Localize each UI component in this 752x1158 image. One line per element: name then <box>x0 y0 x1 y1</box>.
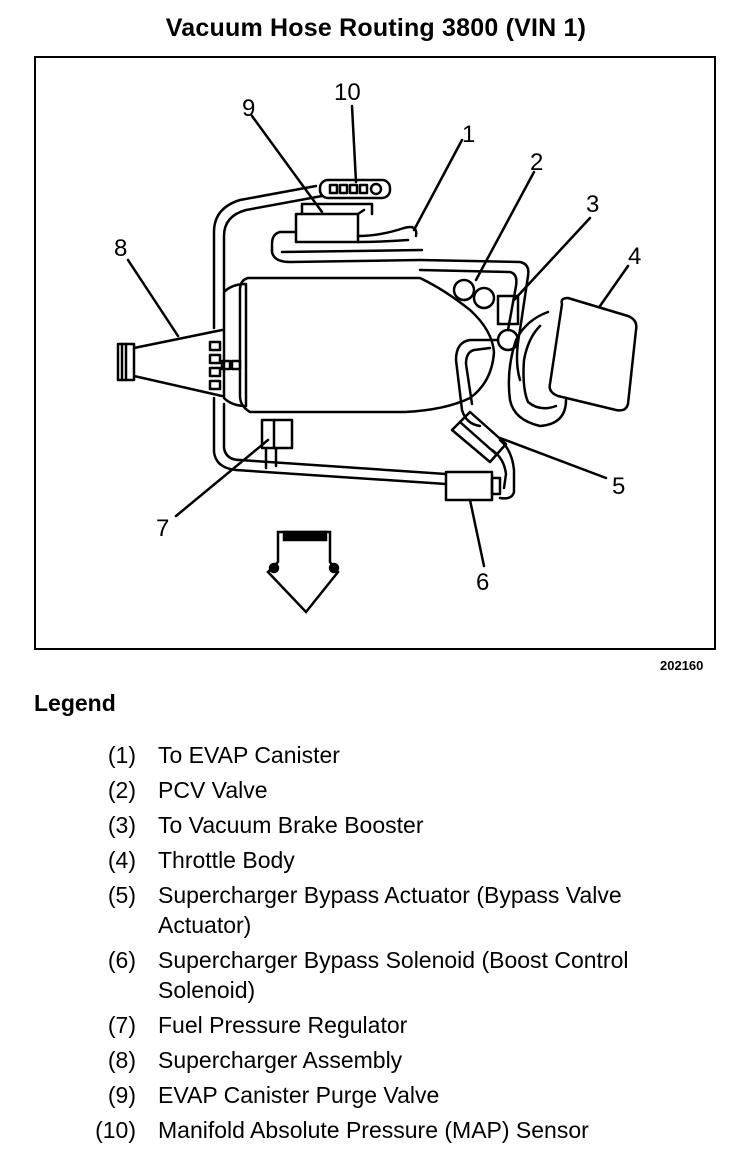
legend-item-number: (10) <box>95 1117 136 1143</box>
legend-item-text: Supercharger Bypass Solenoid (Boost Cont… <box>158 947 629 1003</box>
callout-2: 2 <box>530 149 543 176</box>
supercharger-pulley <box>116 328 224 398</box>
supercharger-body <box>238 276 496 414</box>
legend-item-number: (5) <box>107 882 136 908</box>
page-title: Vacuum Hose Routing 3800 (VIN 1) <box>165 14 587 42</box>
callout-6: 6 <box>476 569 489 596</box>
bypass-solenoid <box>444 470 494 502</box>
legend-item: (4) Throttle Body <box>80 845 740 875</box>
legend-item-number: (9) <box>107 1082 136 1108</box>
legend-item-text: Supercharger Assembly <box>158 1047 403 1073</box>
supercharger-end-plate <box>222 282 248 408</box>
callout-8: 8 <box>114 235 127 262</box>
legend-item-text: Manifold Absolute Pressure (MAP) Sensor <box>158 1117 589 1143</box>
legend-item-text: To Vacuum Brake Booster <box>158 812 424 838</box>
legend-item: (9) EVAP Canister Purge Valve <box>80 1080 740 1110</box>
legend-item-text: PCV Valve <box>158 777 268 803</box>
callout-3: 3 <box>586 191 599 218</box>
legend-item: (2) PCV Valve <box>80 775 740 805</box>
legend-item: (5) Supercharger Bypass Actuator (Bypass… <box>80 880 740 940</box>
legend-item: (6) Supercharger Bypass Solenoid (Boost … <box>80 945 740 1005</box>
callout-4: 4 <box>628 243 641 270</box>
legend-item: (8) Supercharger Assembly <box>80 1045 740 1075</box>
legend-item-number: (6) <box>107 947 136 973</box>
legend-heading: Legend <box>34 690 116 716</box>
fuel-pressure-regulator <box>260 418 294 450</box>
legend-item-text: To EVAP Canister <box>158 742 340 768</box>
legend-item-number: (2) <box>107 777 136 803</box>
legend-item-text: Supercharger Bypass Actuator (Bypass Val… <box>158 882 622 938</box>
throttle-body <box>548 296 638 412</box>
legend-item-number: (1) <box>107 742 136 768</box>
legend-item: (1) To EVAP Canister <box>80 740 740 770</box>
evap-purge-valve <box>294 212 360 244</box>
legend-item: (7) Fuel Pressure Regulator <box>80 1010 740 1040</box>
vacuum-hose-diagram: 1 2 3 4 5 6 7 8 9 10 <box>114 79 641 614</box>
brake-booster-fitting <box>496 294 520 326</box>
figure-number: 202160 <box>660 658 704 673</box>
legend-item: (3) To Vacuum Brake Booster <box>80 810 740 840</box>
diagram-frame <box>34 56 716 650</box>
front-arrow-icon <box>266 530 340 614</box>
legend-list: (1) To EVAP Canister (2) PCV Valve (3) T… <box>80 740 740 1150</box>
legend-item-number: (4) <box>107 847 136 873</box>
legend-item: (10) Manifold Absolute Pressure (MAP) Se… <box>80 1115 740 1145</box>
legend-item-text: EVAP Canister Purge Valve <box>158 1082 440 1108</box>
legend-item-number: (3) <box>107 812 136 838</box>
callout-5: 5 <box>612 473 625 500</box>
callout-9: 9 <box>242 95 255 122</box>
legend-item-number: (7) <box>107 1012 136 1038</box>
callout-1: 1 <box>462 121 475 148</box>
legend-item-text: Throttle Body <box>158 847 295 873</box>
legend-item-text: Fuel Pressure Regulator <box>158 1012 408 1038</box>
legend-item-number: (8) <box>107 1047 136 1073</box>
callout-7: 7 <box>156 515 169 542</box>
pcv-valve <box>452 278 476 302</box>
callout-10: 10 <box>334 79 361 106</box>
bypass-actuator <box>450 410 508 464</box>
hose-outer-loop <box>212 184 318 330</box>
